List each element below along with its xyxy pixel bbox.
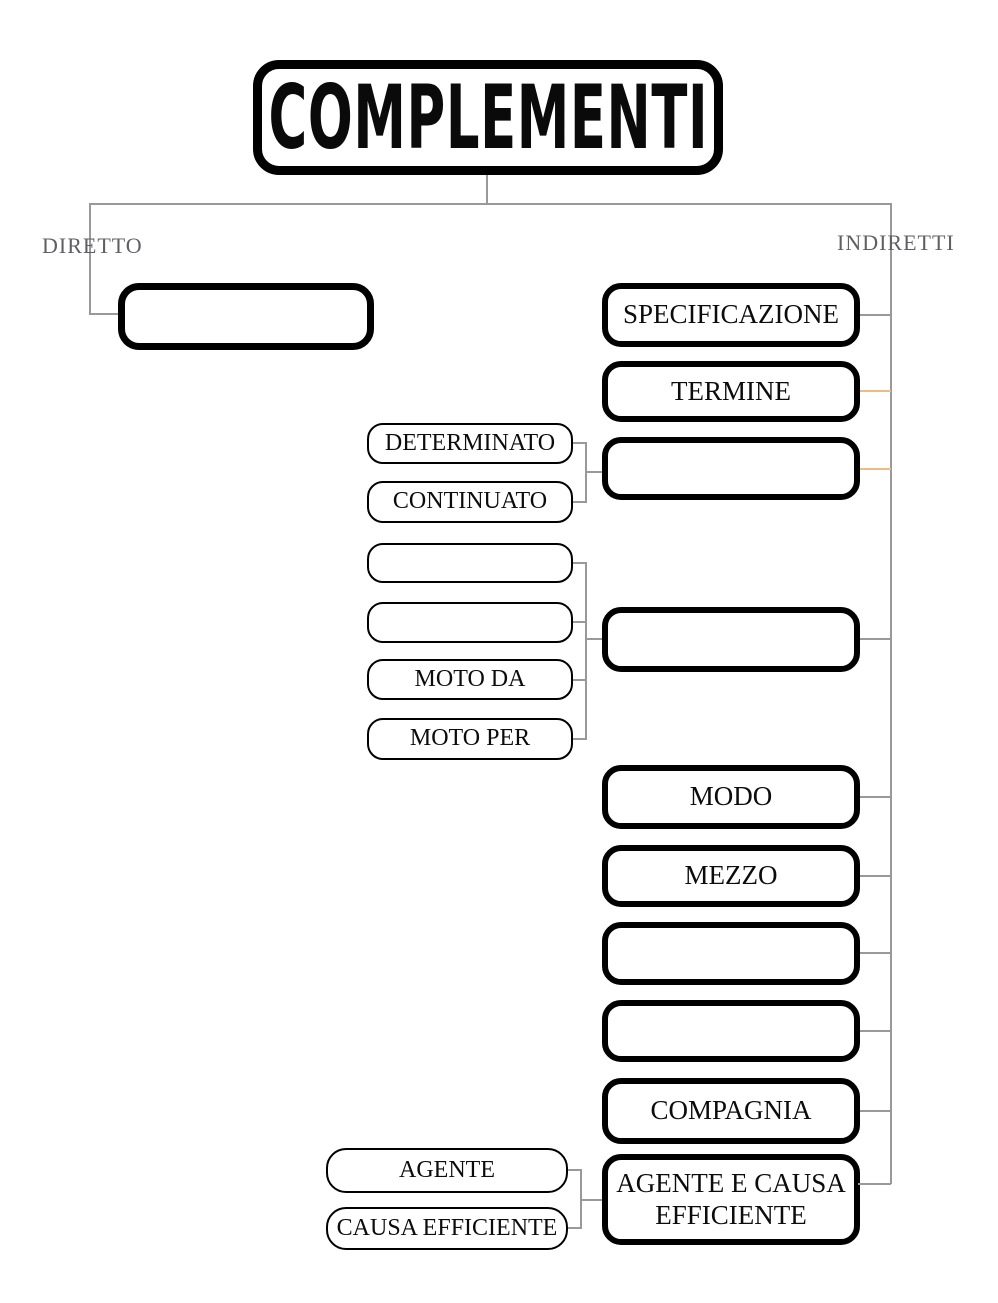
subnode-moto-per[interactable]: MOTO PER bbox=[367, 718, 573, 760]
connector-mezzo-line bbox=[860, 875, 891, 877]
bracket1-stub-continuato bbox=[573, 501, 587, 503]
top-branch-line bbox=[89, 203, 892, 205]
branch-label-diretto: DIRETTO bbox=[42, 233, 143, 258]
node-compagnia[interactable]: COMPAGNIA bbox=[602, 1078, 860, 1144]
connector-modo-line bbox=[860, 796, 891, 798]
bracket2-out-line bbox=[585, 638, 602, 640]
node-specificazione[interactable]: SPECIFICAZIONE bbox=[602, 283, 860, 347]
node-label: MOTO DA bbox=[414, 665, 526, 692]
bracket1-out-line bbox=[585, 471, 602, 473]
node-label: MOTO PER bbox=[409, 725, 531, 752]
connector-empty-1-line bbox=[860, 952, 891, 954]
node-termine[interactable]: TERMINE bbox=[602, 361, 860, 422]
bracket2-line bbox=[585, 562, 587, 740]
node-label: MODO bbox=[689, 781, 773, 812]
node-diretto-empty[interactable] bbox=[118, 283, 374, 350]
bracket2-stub-3 bbox=[573, 679, 587, 681]
connector-empty-2-line bbox=[860, 1030, 891, 1032]
subnode-agente[interactable]: AGENTE bbox=[326, 1148, 568, 1193]
connector-specificazione-line bbox=[860, 314, 891, 316]
node-agente-causa-efficiente[interactable]: AGENTE E CAUSA EFFICIENTE bbox=[602, 1154, 860, 1245]
page-title: COMPLEMENTI bbox=[268, 66, 708, 169]
node-label: DETERMINATO bbox=[384, 429, 556, 456]
subnode-luogo-empty-1[interactable] bbox=[367, 543, 573, 583]
subnode-determinato[interactable]: DETERMINATO bbox=[367, 423, 573, 464]
node-mezzo[interactable]: MEZZO bbox=[602, 845, 860, 907]
bracket1-stub-determinato bbox=[573, 442, 587, 444]
right-branch-line bbox=[890, 203, 892, 1184]
bracket2-stub-1 bbox=[573, 562, 587, 564]
node-label: AGENTE bbox=[399, 1156, 495, 1183]
node-modo[interactable]: MODO bbox=[602, 765, 860, 829]
node-empty-2[interactable] bbox=[602, 1000, 860, 1062]
node-tempo-empty[interactable] bbox=[602, 437, 860, 500]
bracket2-stub-2 bbox=[573, 621, 587, 623]
connector-tempo-line bbox=[860, 468, 891, 470]
node-luogo-empty[interactable] bbox=[602, 607, 860, 672]
left-branch-stub-line bbox=[89, 313, 118, 315]
node-label: CAUSA EFFICIENTE bbox=[336, 1214, 558, 1241]
bracket3-stub-agente bbox=[568, 1169, 582, 1171]
connector-luogo-line bbox=[860, 638, 891, 640]
node-label: COMPAGNIA bbox=[650, 1095, 812, 1126]
node-label: TERMINE bbox=[671, 375, 791, 406]
node-label: SPECIFICAZIONE bbox=[622, 299, 839, 330]
subnode-moto-da[interactable]: MOTO DA bbox=[367, 659, 573, 700]
subnode-causa-efficiente[interactable]: CAUSA EFFICIENTE bbox=[326, 1207, 568, 1250]
node-label: MEZZO bbox=[684, 860, 778, 891]
connector-compagnia-line bbox=[860, 1110, 891, 1112]
branch-label-indiretti: INDIRETTI bbox=[837, 230, 955, 255]
connector-termine-line bbox=[860, 390, 891, 392]
connector-agente-causa-line bbox=[858, 1183, 891, 1185]
subnode-luogo-empty-2[interactable] bbox=[367, 602, 573, 643]
bracket3-out-line bbox=[580, 1199, 602, 1201]
node-label: CONTINUATO bbox=[392, 488, 548, 515]
bracket3-stub-causa bbox=[568, 1227, 582, 1229]
subnode-continuato[interactable]: CONTINUATO bbox=[367, 481, 573, 523]
node-label: AGENTE E CAUSA EFFICIENTE bbox=[616, 1168, 846, 1230]
left-branch-line bbox=[89, 203, 91, 315]
title-node[interactable]: COMPLEMENTI bbox=[253, 60, 723, 175]
title-stub-line bbox=[486, 175, 488, 204]
bracket2-stub-4 bbox=[573, 738, 587, 740]
node-empty-1[interactable] bbox=[602, 922, 860, 985]
